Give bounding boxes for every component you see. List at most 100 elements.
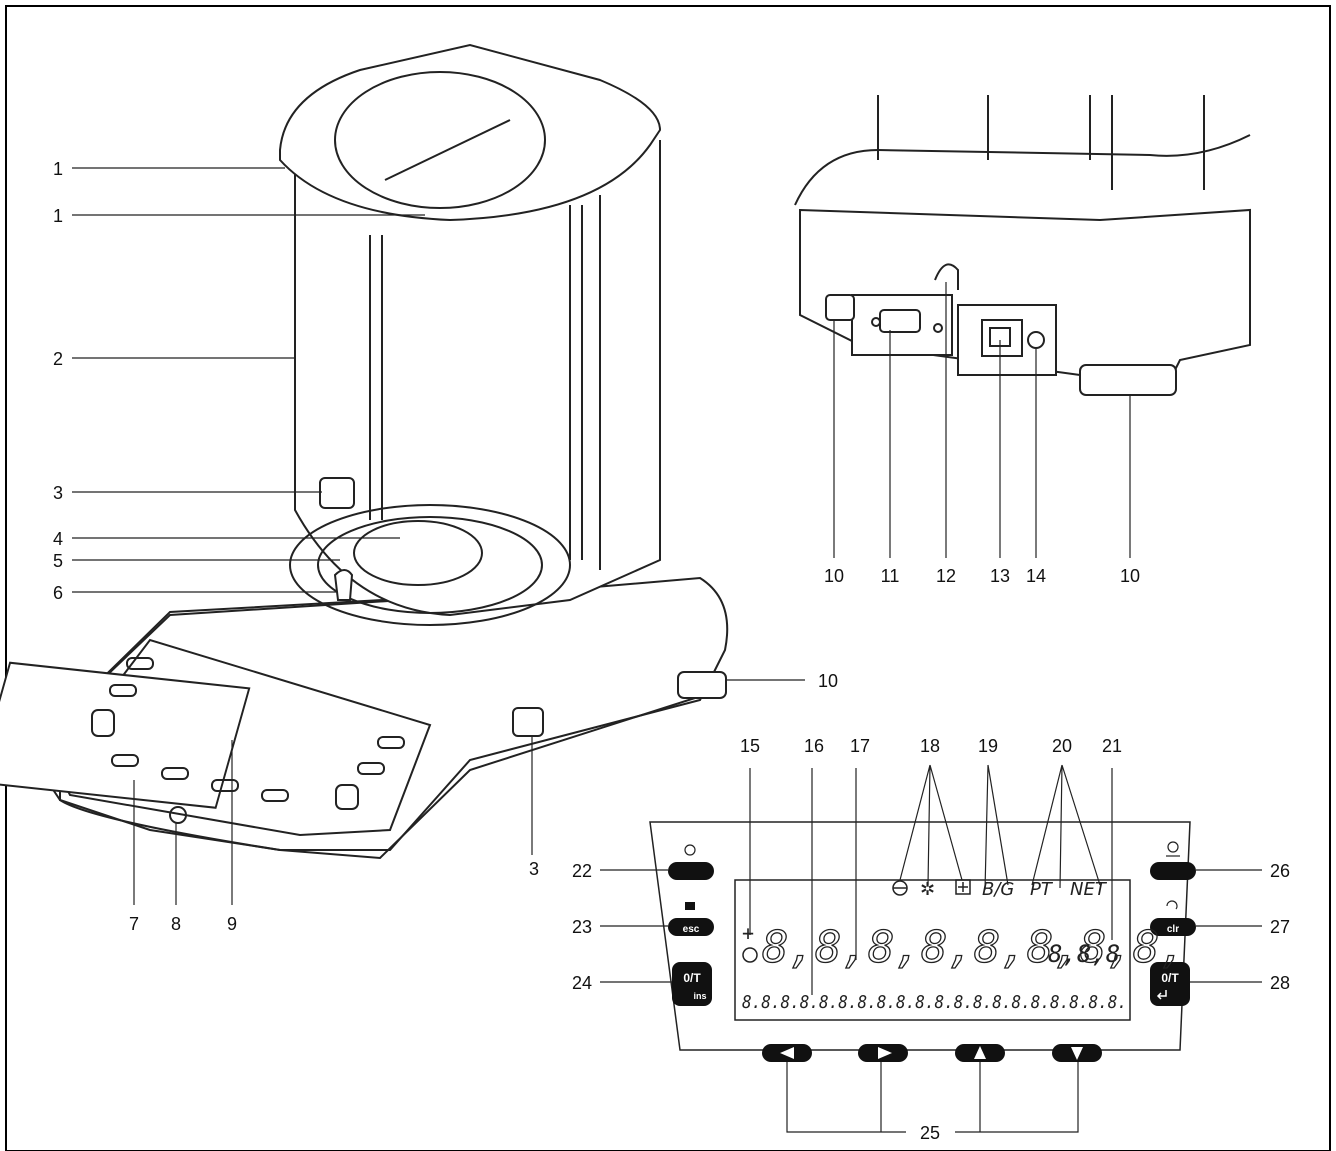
door-handle (319, 477, 355, 509)
panel-key (377, 736, 405, 749)
callout-14: 14 (1026, 566, 1046, 586)
balance-main (0, 43, 729, 860)
callout-8: 8 (171, 914, 181, 934)
frame-border (5, 5, 1331, 1151)
mode-bg: B/G (982, 879, 1014, 900)
lid-opening (334, 71, 546, 209)
callout-24: 24 (572, 973, 592, 993)
sign-indicator: + (742, 921, 754, 945)
callout-1b: 1 (53, 206, 63, 226)
callout-26: 26 (1270, 861, 1290, 881)
tare-ins-key[interactable] (672, 962, 712, 1006)
callout-10b: 10 (824, 566, 844, 586)
power-key[interactable] (668, 862, 714, 880)
callout-23: 23 (572, 917, 592, 937)
tare-ins-bottom: ins (693, 991, 706, 1001)
callout-6: 6 (53, 583, 63, 603)
callout-1a: 1 (53, 159, 63, 179)
screw (871, 317, 881, 327)
callout-13: 13 (990, 566, 1010, 586)
mode-net: NET (1070, 879, 1108, 900)
callout-10c: 10 (1120, 566, 1140, 586)
callout-3a: 3 (53, 483, 63, 503)
draft-shield (294, 140, 661, 617)
refresh-icon (1166, 900, 1178, 910)
callout-16: 16 (804, 736, 824, 756)
lcd-frame (734, 879, 1131, 1021)
callout-28: 28 (1270, 973, 1290, 993)
draft-shield-lid (279, 43, 662, 222)
callout-9: 9 (227, 914, 237, 934)
main-weight-digits: 8,8,8,8,8,8,8,8, (762, 922, 1186, 973)
panel-key (111, 754, 139, 767)
esc-key[interactable] (668, 918, 714, 936)
panel-key (261, 789, 289, 802)
tare-enter-top: 0/T (1161, 971, 1179, 985)
callout-5: 5 (53, 551, 63, 571)
print-icon (1167, 841, 1179, 853)
callout-19: 19 (978, 736, 998, 756)
stability-icon: ✲ (920, 879, 935, 900)
rear-shoulder (794, 134, 1251, 206)
right-arrow-icon (878, 1047, 892, 1059)
callout-2: 2 (53, 349, 63, 369)
screw (933, 323, 943, 333)
callout-4: 4 (53, 529, 63, 549)
usb-plate (957, 304, 1057, 376)
panel-key (335, 784, 359, 810)
callout-15: 15 (740, 736, 760, 756)
shield-plate-hook (333, 569, 354, 601)
callout-3b: 3 (529, 859, 539, 879)
calibration-icon (955, 879, 971, 895)
callout-10a: 10 (818, 671, 838, 691)
door-handle (512, 707, 544, 737)
pan-ring (317, 516, 543, 614)
panel-key (357, 762, 385, 775)
clr-key-label: clr (1167, 924, 1179, 935)
lid-divider (384, 119, 511, 181)
print-key[interactable] (1150, 862, 1196, 880)
power-icon (684, 844, 696, 856)
callout-7: 7 (129, 914, 139, 934)
up-arrow-icon (974, 1046, 986, 1059)
chamber-floor (289, 504, 571, 626)
enter-icon (1156, 990, 1167, 1000)
panel-key (126, 657, 154, 670)
left-arrow-icon (780, 1047, 794, 1059)
callout-17: 17 (850, 736, 870, 756)
leader-lines (72, 167, 1262, 1133)
leveling-foot (677, 671, 727, 699)
esc-key-label: esc (683, 924, 700, 935)
mode-pt: PT (1030, 879, 1054, 900)
text-line: 8.8.8.8.8.8.8.8.8.8.8.8.8.8.8.8.8.8.8.8. (742, 992, 1127, 1013)
callout-27: 27 (1270, 917, 1290, 937)
tare-ins-top: 0/T (683, 971, 701, 985)
callout-22: 22 (572, 861, 592, 881)
callout-11: 11 (881, 566, 900, 586)
callout-21: 21 (1102, 736, 1122, 756)
panel-key (109, 684, 137, 697)
panel-key (91, 709, 115, 737)
panel-key (161, 767, 189, 780)
callout-12: 12 (936, 566, 956, 586)
panel-key (211, 779, 239, 792)
usb-port (981, 319, 1023, 357)
rear-foot (825, 294, 855, 321)
keypad-panel: esc 0/T ins clr 0/T + 8,8,8,8,8,8,8,8, (649, 821, 1196, 1062)
level-indicator (169, 806, 187, 824)
clr-key[interactable] (1150, 918, 1196, 936)
arrow-keys (762, 1044, 1102, 1062)
base-front (39, 689, 721, 860)
window-icon (685, 902, 695, 910)
anti-theft-lock (934, 263, 959, 290)
callout-18: 18 (920, 736, 940, 756)
zero-indicator (742, 947, 758, 963)
rear-view (794, 95, 1251, 396)
callout-20: 20 (1052, 736, 1072, 756)
keypad-outline (649, 821, 1191, 1051)
callout-numbers: 1 1 2 3 4 5 6 7 8 9 3 10 10 11 12 13 14 … (53, 159, 1290, 1143)
unit-digits: 8,8,8 (1048, 940, 1120, 968)
rear-foot (1079, 364, 1177, 396)
callout-25: 25 (920, 1123, 940, 1143)
